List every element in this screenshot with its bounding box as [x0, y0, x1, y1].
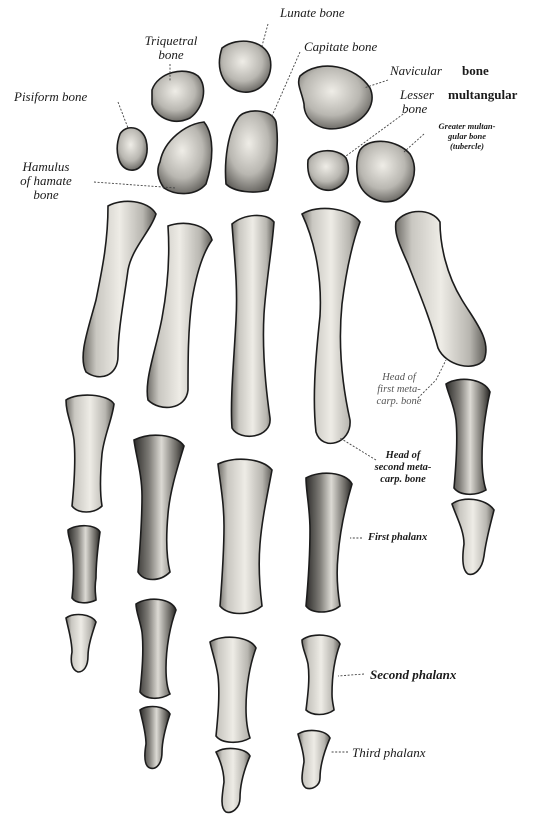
phalanx-1-index [306, 473, 352, 612]
phalanx-1-ring [134, 435, 184, 579]
phalanx-3-middle [216, 749, 250, 813]
label-second-phalanx: Second phalanx [370, 668, 456, 682]
label-greater-line3: (tubercle) [422, 142, 512, 151]
label-lesser-line1: Lesser [400, 88, 434, 102]
phalanx-3-ring [140, 707, 170, 769]
label-lesser-line2: bone [402, 102, 427, 116]
phalanx-1-middle [218, 459, 272, 613]
label-pisiform: Pisiform bone [14, 90, 87, 104]
phalanx-2-middle [210, 637, 256, 742]
label-head-first-line3: carp. bone [366, 396, 432, 407]
label-triquetral-line1: Triquetral [134, 34, 208, 48]
label-hamulus-line2: of hamate [10, 174, 82, 188]
label-hamulus-line1: Hamulus [10, 160, 82, 174]
label-head-first-line1: Head of [366, 372, 432, 383]
label-lunate: Lunate bone [280, 6, 345, 20]
lesser-multangular-bone [308, 151, 349, 191]
phalanx-3-index [298, 731, 330, 789]
navicular-bone [299, 66, 372, 129]
phalanx-2-little [68, 526, 100, 603]
label-head-first-line2: first meta- [366, 384, 432, 395]
triquetral-bone [152, 71, 204, 121]
pisiform-bone [117, 128, 147, 170]
metacarpal-4 [147, 223, 212, 407]
label-capitate: Capitate bone [304, 40, 377, 54]
metacarpal-5 [83, 201, 156, 376]
phalanx-2-index [302, 635, 340, 714]
label-navicular-word: Navicular [390, 64, 442, 78]
label-navicular-bone-word: bone [462, 64, 489, 78]
greater-multangular-bone [357, 141, 415, 201]
lunate-bone [219, 41, 270, 92]
label-hamulus-line3: bone [10, 188, 82, 202]
label-greater-line2: gular bone [422, 132, 512, 141]
label-greater-line1: Greater multan- [422, 122, 512, 131]
metacarpal-3 [231, 215, 274, 436]
label-triquetral-line2: bone [134, 48, 208, 62]
label-third-phalanx: Third phalanx [352, 746, 426, 760]
phalanx-1-thumb [446, 379, 490, 494]
metacarpal-1 [396, 212, 486, 367]
capitate-bone [226, 111, 278, 192]
phalanx-3-little [66, 615, 96, 672]
metacarpal-2 [302, 208, 360, 443]
hamate-bone [158, 122, 212, 194]
label-first-phalanx: First phalanx [368, 532, 427, 543]
phalanx-2-ring [136, 599, 176, 698]
label-head-second-line2: second meta- [364, 462, 442, 473]
phalanx-3-thumb [452, 499, 494, 574]
label-lesser-line1b: multangular [448, 88, 517, 102]
label-head-second-line1: Head of [364, 450, 442, 461]
label-head-second-line3: carp. bone [364, 474, 442, 485]
phalanx-1-little [66, 395, 114, 512]
